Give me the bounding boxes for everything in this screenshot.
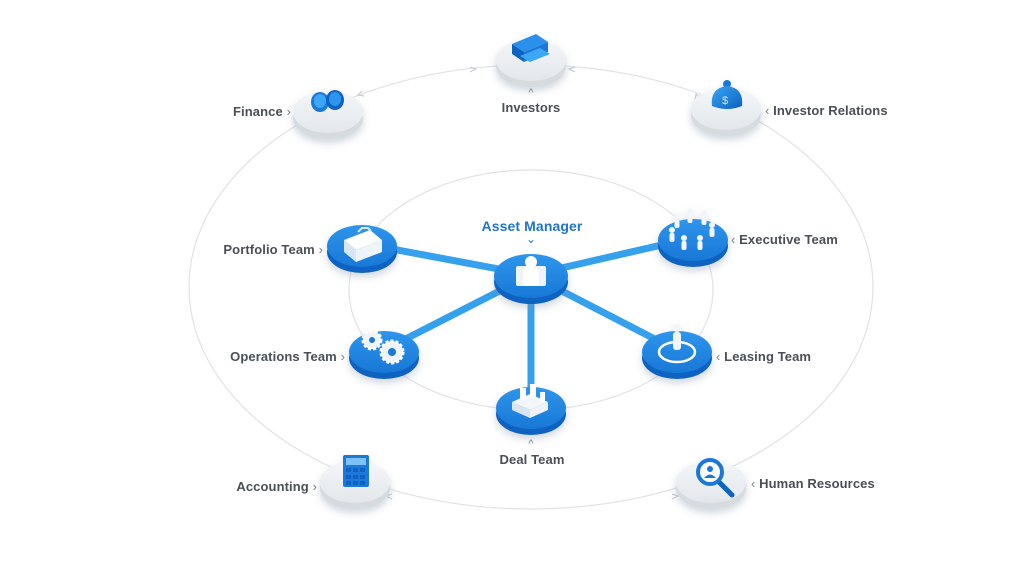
operations-team-label[interactable]: Operations Team › [230,349,345,364]
chevron-left-icon: ‹ [765,103,770,118]
money-stack-icon [512,34,550,62]
chevron-down-icon: ⌄ [525,232,537,246]
node-investors[interactable] [496,34,566,87]
node-investor-relations[interactable]: $ [691,80,761,136]
briefcase-icon [344,227,382,262]
portfolio-team-text: Portfolio Team [223,242,315,257]
gears-icon [361,329,405,365]
deal-team-text: Deal Team [499,452,565,467]
chevron-right-icon: › [340,349,345,364]
chevron-left-icon: ‹ [751,476,756,491]
executive-team-text: Executive Team [739,232,838,247]
chevron-left-icon: ‹ [731,232,736,247]
chevron-right-icon: › [318,242,323,257]
investors-label[interactable]: Investors [502,100,561,115]
investor-relations-text: Investor Relations [773,103,888,118]
buildings-icon [512,384,548,418]
executive-team-label[interactable]: ‹ Executive Team [731,232,838,247]
svg-text:$: $ [722,95,728,107]
chevron-up-icon: ^ [528,87,534,99]
investors-text: Investors [501,100,561,115]
chevron-right-icon: › [286,104,291,119]
operations-team-text: Operations Team [230,349,337,364]
finance-text: Finance [233,104,283,119]
deal-team-label[interactable]: Deal Team [500,452,565,467]
node-portfolio-team[interactable] [327,225,397,273]
money-bag-icon: $ [711,80,743,109]
node-deal-team[interactable] [496,384,566,435]
node-finance[interactable] [293,90,363,139]
person-target-icon [657,324,697,364]
node-operations-team[interactable] [349,329,419,379]
people-group-icon [669,208,715,250]
node-asset-manager[interactable] [494,254,568,304]
node-human-resources[interactable] [676,458,746,509]
finance-label[interactable]: Finance › [233,104,291,119]
node-executive-team[interactable] [658,208,728,267]
coins-icon [311,90,344,112]
accounting-label[interactable]: Accounting › [236,479,317,494]
ring-arrows [356,66,701,500]
node-leasing-team[interactable] [642,324,712,379]
asset-manager-label: Asset Manager [482,218,583,234]
leasing-team-label[interactable]: ‹ Leasing Team [716,349,811,364]
calculator-icon [343,455,369,487]
leasing-team-text: Leasing Team [724,349,812,364]
person-icon [516,256,546,286]
accounting-text: Accounting [236,479,309,494]
investor-relations-label[interactable]: ‹ Investor Relations [765,103,888,118]
chevron-right-icon: › [312,479,317,494]
node-accounting[interactable] [320,455,390,509]
asset-manager-text: Asset Manager [481,218,583,234]
chevron-left-icon: ‹ [716,349,721,364]
chevron-up-icon: ^ [528,438,534,450]
human-resources-text: Human Resources [759,476,875,491]
human-resources-label[interactable]: ‹ Human Resources [751,476,875,491]
portfolio-team-label[interactable]: Portfolio Team › [223,242,323,257]
magnifier-person-icon [696,458,735,498]
